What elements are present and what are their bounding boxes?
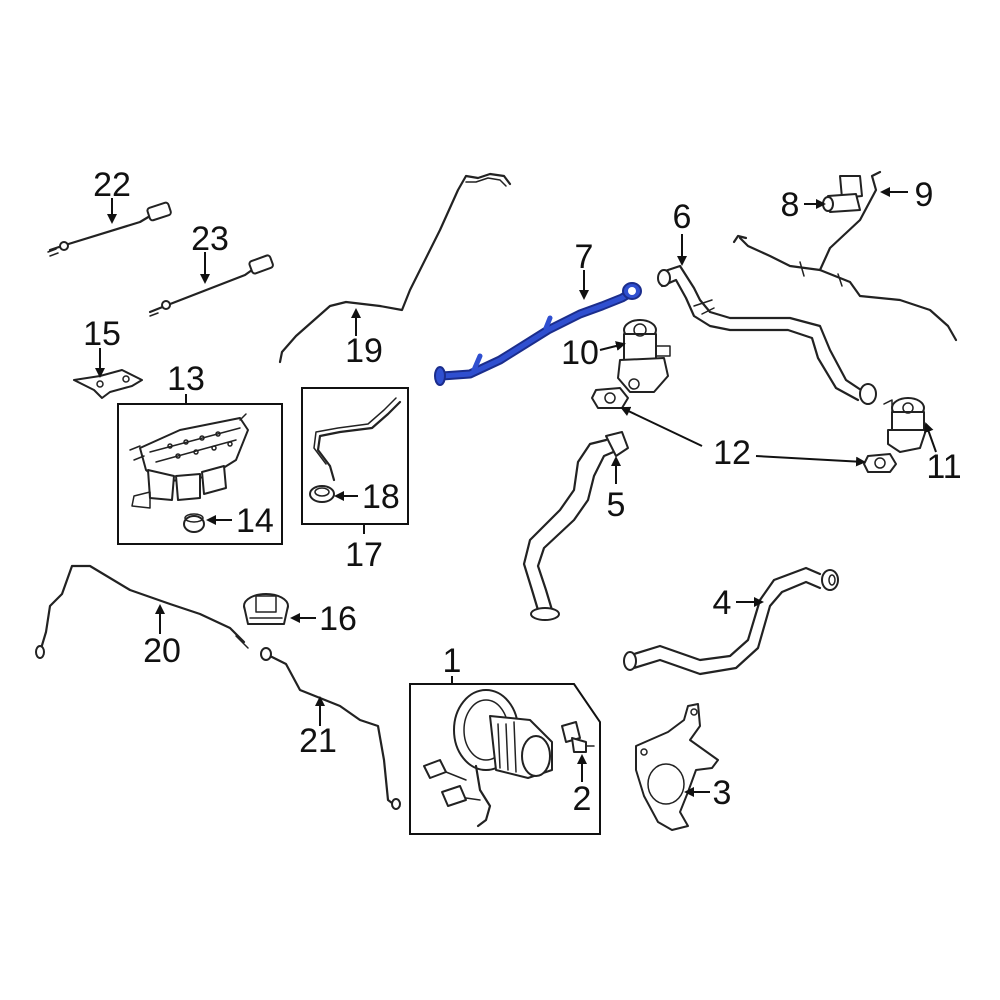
callout-9: 9 bbox=[915, 176, 934, 214]
part-1-air-pump[interactable] bbox=[423, 689, 553, 828]
part-7-air-pipe-highlighted[interactable] bbox=[434, 282, 642, 386]
part-13-frame bbox=[117, 403, 283, 545]
callout-16: 16 bbox=[319, 600, 357, 638]
part-13-canister[interactable] bbox=[129, 413, 249, 509]
part-23-oxygen-sensor[interactable] bbox=[148, 254, 274, 317]
part-12-gasket-a[interactable] bbox=[591, 387, 629, 409]
part-14-plug[interactable] bbox=[183, 513, 205, 533]
part-2-sensor[interactable] bbox=[561, 721, 595, 753]
part-18-clamp[interactable] bbox=[309, 485, 335, 503]
callout-15: 15 bbox=[83, 315, 121, 353]
part-10-valve[interactable] bbox=[617, 319, 671, 393]
part-17-hose[interactable] bbox=[313, 397, 402, 482]
callout-1: 1 bbox=[443, 642, 462, 680]
part-9-vacuum-harness[interactable] bbox=[732, 170, 958, 342]
leader-12a bbox=[620, 406, 703, 447]
part-1-frame bbox=[409, 683, 601, 835]
part-20-pipe[interactable] bbox=[35, 564, 249, 659]
callout-3: 3 bbox=[713, 774, 732, 812]
part-6-hose[interactable] bbox=[657, 264, 877, 405]
leader-10 bbox=[599, 341, 626, 351]
callout-19: 19 bbox=[345, 332, 383, 370]
part-19-vacuum-line[interactable] bbox=[278, 172, 512, 364]
callout-23: 23 bbox=[191, 220, 229, 258]
part-3-bracket[interactable] bbox=[635, 703, 719, 831]
part-16-cap[interactable] bbox=[243, 593, 289, 625]
leader-11 bbox=[923, 422, 937, 453]
part-22-oxygen-sensor[interactable] bbox=[47, 201, 172, 257]
callout-5: 5 bbox=[607, 486, 626, 524]
callout-13: 13 bbox=[167, 360, 205, 398]
callout-8: 8 bbox=[781, 186, 800, 224]
part-21-pipe[interactable] bbox=[260, 647, 401, 810]
callout-17: 17 bbox=[345, 536, 383, 574]
part-8-solenoid[interactable] bbox=[822, 175, 863, 213]
callout-7: 7 bbox=[575, 238, 594, 276]
callout-22: 22 bbox=[93, 166, 131, 204]
callout-2: 2 bbox=[573, 780, 592, 818]
leader-12b bbox=[755, 455, 866, 467]
callout-20: 20 bbox=[143, 632, 181, 670]
part-11-valve[interactable] bbox=[883, 397, 927, 453]
part-17-frame bbox=[301, 387, 409, 525]
part-15-bracket[interactable] bbox=[73, 369, 143, 399]
part-12-gasket-b[interactable] bbox=[863, 453, 897, 473]
part-5-hose[interactable] bbox=[522, 431, 629, 621]
callout-6: 6 bbox=[673, 198, 692, 236]
callout-11: 11 bbox=[926, 448, 961, 486]
callout-21: 21 bbox=[299, 722, 337, 760]
callout-10: 10 bbox=[561, 334, 599, 372]
callout-14: 14 bbox=[236, 502, 274, 540]
part-4-hose[interactable] bbox=[623, 566, 839, 676]
callout-18: 18 bbox=[362, 478, 400, 516]
callout-12: 12 bbox=[713, 434, 751, 472]
callout-4: 4 bbox=[713, 584, 732, 622]
